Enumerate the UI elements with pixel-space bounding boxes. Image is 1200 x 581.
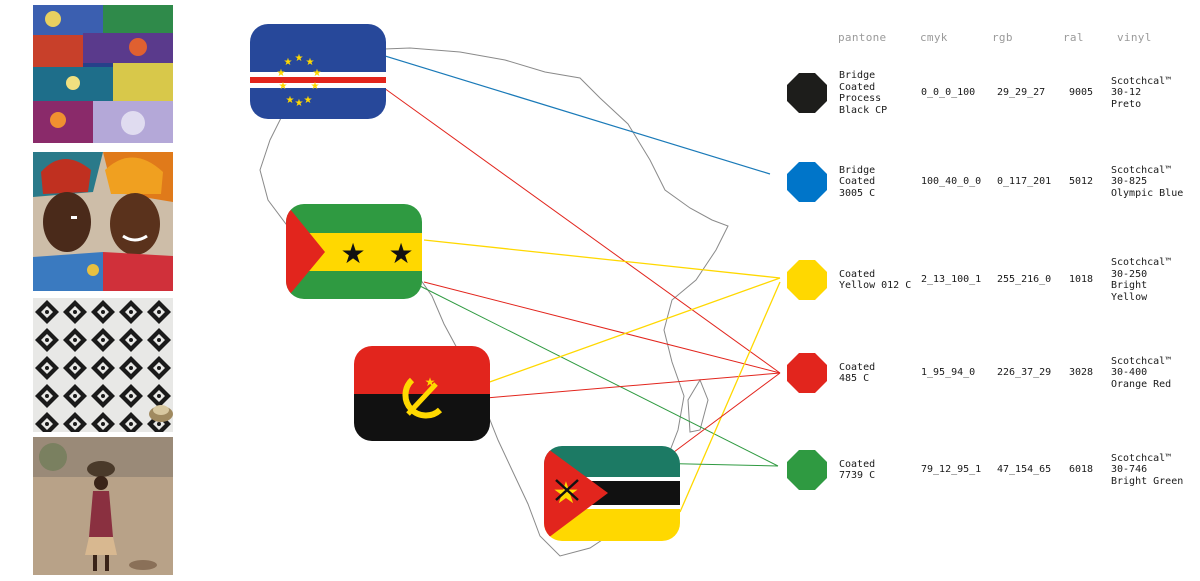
swatch-yellow [786,259,828,301]
swatch-red [786,352,828,394]
rgb-green: 47_154_65 [997,464,1052,475]
connector-sao-tome-yellow [423,239,781,279]
cmyk-blue: 100_40_0_0 [921,176,982,187]
cmyk-green: 79_12_95_1 [921,464,982,475]
cmyk-red: 1_95_94_0 [921,367,976,378]
svg-text:★: ★ [284,57,293,68]
connector-angola-red [485,372,781,399]
rgb-black: 29_29_27 [997,87,1046,98]
header-vinyl: vinyl [1117,31,1152,44]
header-ral: ral [1063,31,1084,44]
photo-person-carrying-basket [33,437,173,575]
svg-text:★: ★ [425,375,436,389]
connector-angola-yellow [483,277,781,385]
rgb-blue: 0_117_201 [997,176,1052,187]
cmyk-black: 0_0_0_100 [921,87,976,98]
header-pantone: pantone [838,31,887,44]
flag-angola: ★ [354,346,490,441]
connector-sao-tome-red [423,281,781,374]
connector-sao-tome-green [419,285,779,467]
svg-text:★: ★ [340,237,365,270]
cmyk-yellow: 2_13_100_1 [921,274,982,285]
svg-text:★: ★ [295,53,304,64]
ral-black: 9005 [1069,87,1094,98]
connector-mozambique-red [673,372,781,453]
svg-text:★: ★ [306,57,315,68]
connector-lines [371,51,781,513]
header-cmyk: cmyk [920,31,948,44]
svg-text:★: ★ [279,81,288,92]
photo-women-in-headwraps [33,152,173,291]
svg-text:★: ★ [277,68,286,79]
ral-yellow: 1018 [1069,274,1094,285]
flag-cape-verde: ★★★ ★★ ★★ ★★★ [250,24,386,119]
svg-text:★: ★ [311,81,320,92]
rgb-yellow: 255_216_0 [997,274,1052,285]
svg-text:★: ★ [304,95,313,106]
madagascar-outline [687,378,709,433]
svg-text:★: ★ [313,68,322,79]
connector-mozambique-yellow [679,281,781,513]
flag-sao-tome-and-principe: ★★ [286,204,422,299]
swatch-green [786,449,828,491]
header-rgb: rgb [992,31,1013,44]
photo-wax-print-fabrics [33,5,173,143]
connector-cape-verde-red [383,87,781,374]
svg-text:★: ★ [295,98,304,109]
ral-blue: 5012 [1069,176,1094,187]
flag-mozambique: ★ [544,446,680,541]
ral-red: 3028 [1069,367,1094,378]
connector-cape-verde-blue [371,51,771,175]
svg-text:★: ★ [286,95,295,106]
photo-black-white-patterned-cloth [33,298,173,432]
svg-text:★: ★ [388,237,413,270]
swatch-blue [786,161,828,203]
ral-green: 6018 [1069,464,1094,475]
swatch-black [786,72,828,114]
rgb-red: 226_37_29 [997,367,1052,378]
